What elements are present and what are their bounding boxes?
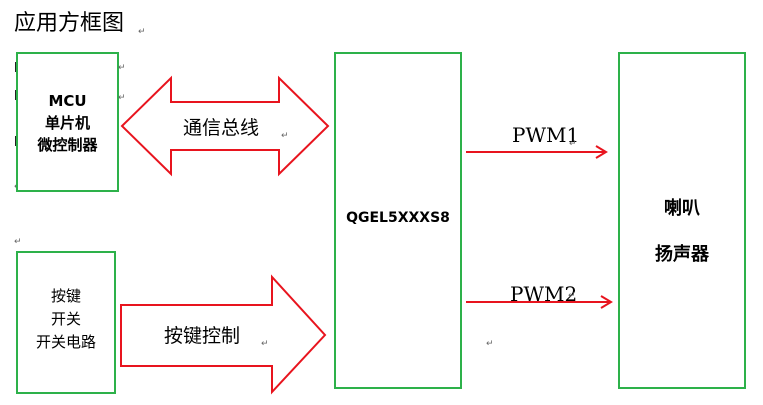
- key-switch-box: 按键 开关 开关电路: [16, 251, 116, 394]
- mcu-label: 微控制器: [37, 136, 98, 154]
- paragraph-mark: ↵: [138, 27, 146, 37]
- key-label: 开关: [50, 310, 81, 328]
- paragraph-mark: ↵: [568, 291, 576, 301]
- paragraph-mark: ↵: [486, 339, 494, 349]
- paragraph-mark: ↵: [261, 339, 269, 349]
- pwm2-label: PWM2: [510, 282, 578, 306]
- bus-label: 通信总线: [183, 117, 260, 139]
- key-label: 开关电路: [35, 333, 96, 351]
- diagram-title: 应用方框图: [14, 11, 125, 36]
- speaker-label: 喇叭: [664, 198, 700, 219]
- key-label: 按键: [50, 287, 81, 305]
- key-control-arrow: [120, 274, 327, 395]
- pwm1-arrow-head: [595, 145, 608, 159]
- bus-double-arrow: [120, 75, 330, 177]
- speaker-label: 扬声器: [655, 244, 709, 265]
- paragraph-mark: ↵: [281, 131, 289, 141]
- chip-box: QGEL5XXXS8: [334, 52, 462, 389]
- paragraph-mark: ↵: [118, 93, 126, 103]
- mcu-box: MCU 单片机 微控制器: [16, 52, 119, 192]
- mcu-label: 单片机: [44, 114, 90, 132]
- chip-label: QGEL5XXXS8: [346, 210, 450, 226]
- mcu-label: MCU: [48, 92, 87, 110]
- pwm2-arrow-head: [600, 295, 613, 309]
- paragraph-mark: ↵: [118, 63, 126, 73]
- key-control-label: 按键控制: [164, 325, 241, 347]
- paragraph-mark: ↵: [14, 237, 22, 247]
- speaker-box: 喇叭 扬声器: [618, 52, 746, 389]
- pwm1-label: PWM1: [512, 123, 580, 147]
- paragraph-mark: ↵: [569, 139, 577, 149]
